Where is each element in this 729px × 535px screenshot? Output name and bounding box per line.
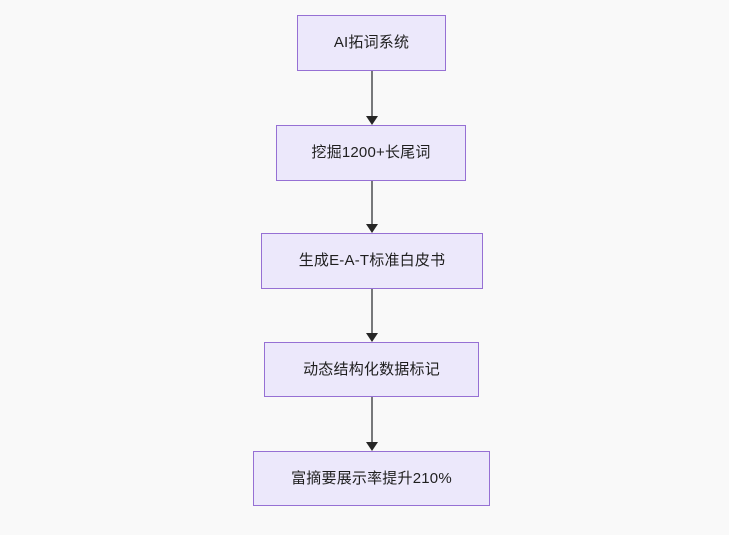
arrowhead-icon — [366, 333, 378, 342]
flow-node-mine-longtail-keywords[interactable]: 挖掘1200+长尾词 — [276, 125, 466, 181]
connector-line — [371, 71, 373, 117]
flow-node-rich-snippet-uplift[interactable]: 富摘要展示率提升210% — [253, 451, 490, 506]
flow-arrow-4 — [366, 397, 378, 451]
flow-node-label: 挖掘1200+长尾词 — [311, 144, 431, 161]
flow-node-ai-keyword-system[interactable]: AI拓词系统 — [297, 15, 446, 71]
flow-node-label: 动态结构化数据标记 — [303, 360, 440, 378]
flow-node-generate-eat-whitepaper[interactable]: 生成E-A-T标准白皮书 — [261, 233, 483, 289]
connector-line — [371, 289, 373, 334]
arrowhead-icon — [366, 116, 378, 125]
arrowhead-icon — [366, 442, 378, 451]
arrowhead-icon — [366, 224, 378, 233]
connector-line — [371, 181, 373, 225]
flow-arrow-3 — [366, 289, 378, 342]
flow-node-dynamic-structured-data-markup[interactable]: 动态结构化数据标记 — [264, 342, 479, 397]
flow-arrow-1 — [366, 71, 378, 125]
flow-node-label: 富摘要展示率提升210% — [291, 469, 452, 487]
flow-arrow-2 — [366, 181, 378, 233]
connector-line — [371, 397, 373, 443]
flow-node-label: AI拓词系统 — [333, 34, 410, 51]
flow-node-label: 生成E-A-T标准白皮书 — [298, 252, 446, 269]
